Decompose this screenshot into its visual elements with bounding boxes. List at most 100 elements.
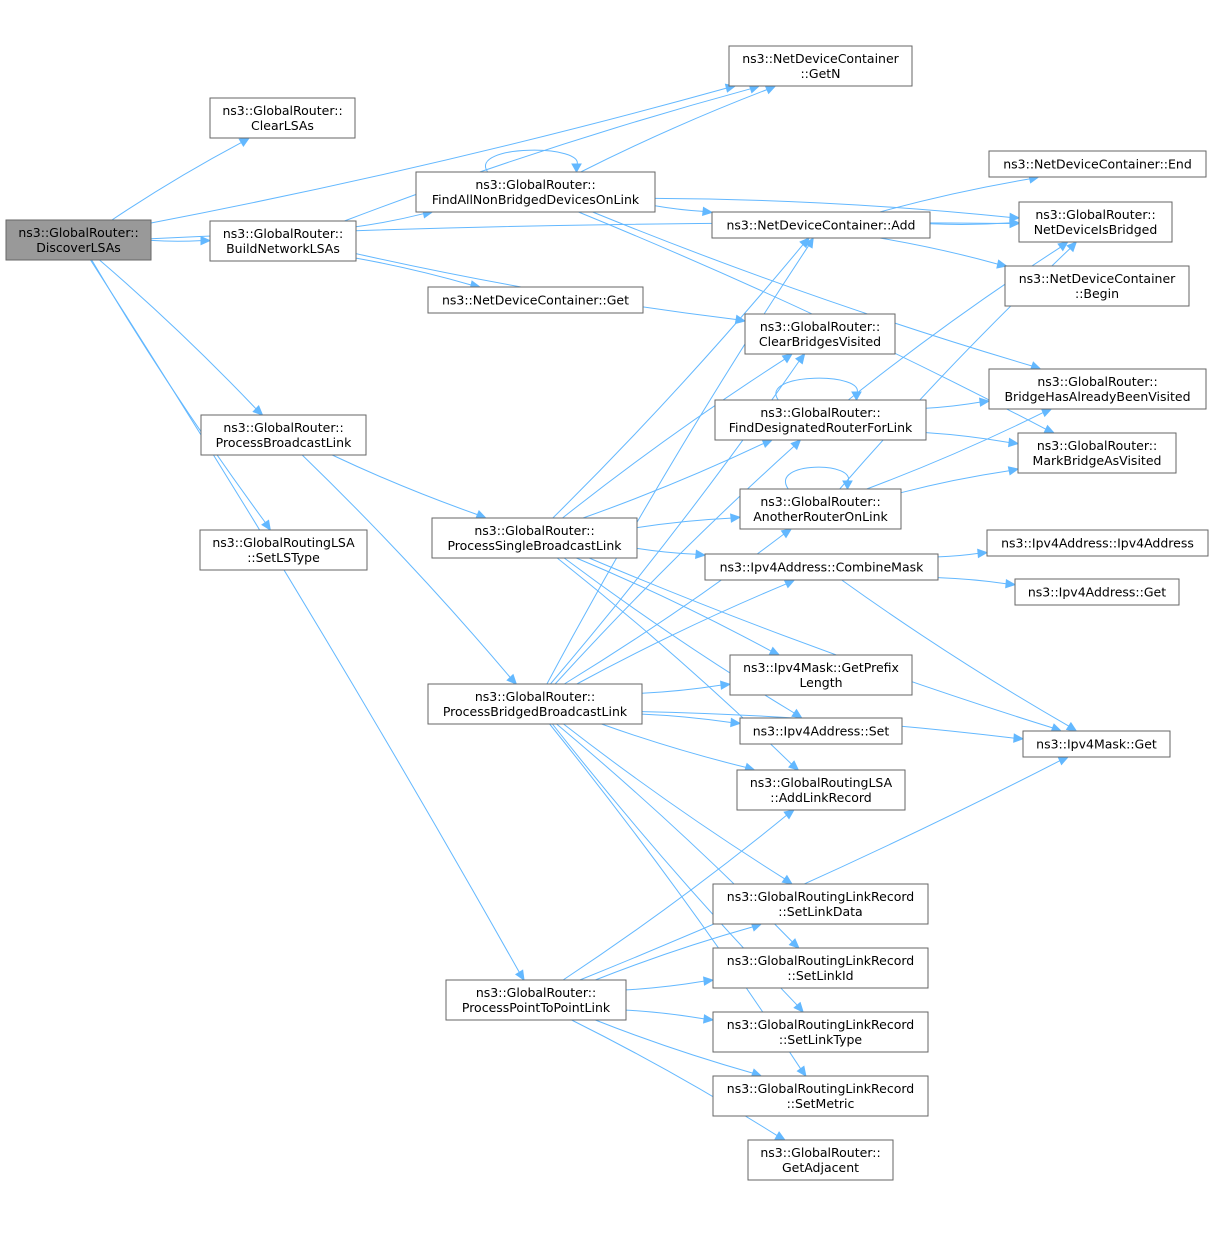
node-label: ns3::GlobalRoutingLinkRecord [727, 1017, 914, 1032]
node-label: ns3::Ipv4Address::Set [753, 724, 890, 739]
node-findAllNonBridged[interactable]: ns3::GlobalRouter::FindAllNonBridgedDevi… [415, 171, 656, 213]
edge-arrowhead [1013, 733, 1025, 743]
node-label: ns3::GlobalRouter:: [475, 177, 595, 192]
edge-arrowhead [1040, 408, 1053, 418]
edge-processSingle-to-ipv4MaskGet [588, 557, 1063, 733]
edge-processBridged-to-findDR [554, 439, 802, 685]
edge-line [571, 1019, 778, 1137]
edge-line [592, 211, 1033, 367]
edge-line [562, 358, 785, 519]
edge-arrowhead [514, 969, 525, 982]
node-clearLSAs[interactable]: ns3::GlobalRouter::ClearLSAs [209, 97, 356, 139]
node-buildNetwork[interactable]: ns3::GlobalRouter::BuildNetworkLSAs [209, 220, 357, 262]
node-box [415, 171, 656, 213]
node-setLinkId[interactable]: ns3::GlobalRoutingLinkRecord::SetLinkId [712, 947, 929, 989]
edge-line [775, 377, 858, 401]
node-ipv4AddrGet[interactable]: ns3::Ipv4Address::Get [1014, 578, 1180, 606]
node-ipv4MaskGet[interactable]: ns3::Ipv4Mask::Get [1022, 730, 1171, 758]
node-discover[interactable]: ns3::GlobalRouter::DiscoverLSAs [5, 219, 152, 261]
edge-arrowhead [783, 809, 795, 820]
edge-line [355, 213, 424, 228]
edge-ndcAdd-to-ndcEnd [879, 174, 1040, 213]
node-ndcAdd[interactable]: ns3::NetDeviceContainer::Add [711, 211, 931, 239]
edge-processBridged-to-ipv4Set [641, 713, 742, 728]
edge-arrowhead [768, 646, 781, 656]
edge-line [588, 557, 1053, 729]
node-label: ns3::Ipv4Address::Ipv4Address [1001, 536, 1194, 551]
edge-line [641, 713, 732, 723]
edge-arrowhead [730, 513, 742, 523]
node-box [712, 883, 929, 925]
node-processBroadcast[interactable]: ns3::GlobalRouter::ProcessBroadcastLink [200, 414, 367, 456]
node-setMetric[interactable]: ns3::GlobalRoutingLinkRecord::SetMetric [712, 1075, 929, 1117]
node-ipv4Set[interactable]: ns3::Ipv4Address::Set [739, 717, 903, 745]
node-addLinkRecord[interactable]: ns3::GlobalRoutingLSA::AddLinkRecord [736, 769, 906, 811]
edge-findDR-to-bridgeVisited [925, 397, 991, 409]
edge-processSingle-to-clearBridges [562, 353, 794, 519]
node-bridgeVisited[interactable]: ns3::GlobalRouter::BridgeHasAlreadyBeenV… [988, 368, 1207, 410]
edge-line [484, 149, 578, 173]
edge-line [150, 87, 727, 224]
node-label: ::SetLinkData [778, 904, 862, 919]
node-anotherRouter[interactable]: ns3::GlobalRouter::AnotherRouterOnLink [739, 488, 902, 530]
node-box [729, 654, 913, 696]
edge-line [929, 222, 1011, 225]
node-label: ns3::GlobalRouter:: [476, 985, 596, 1000]
edge-arrowhead [783, 579, 796, 589]
edge-line [554, 445, 795, 685]
node-setLinkData[interactable]: ns3::GlobalRoutingLinkRecord::SetLinkDat… [712, 883, 929, 925]
edge-arrowhead [977, 548, 989, 559]
node-box [711, 211, 931, 239]
node-combineMask[interactable]: ns3::Ipv4Address::CombineMask [704, 553, 939, 581]
node-processBridged[interactable]: ns3::GlobalRouter::ProcessBridgedBroadca… [427, 683, 643, 725]
node-processSingle[interactable]: ns3::GlobalRouter::ProcessSingleBroadcas… [431, 517, 638, 559]
edge-arrowhead [252, 404, 264, 416]
node-markBridge[interactable]: ns3::GlobalRouter::MarkBridgeAsVisited [1017, 432, 1177, 474]
node-box [427, 286, 644, 314]
node-label: ns3::Ipv4Address::CombineMask [720, 560, 925, 575]
node-box [209, 220, 357, 262]
node-label: ns3::GlobalRouter:: [223, 420, 343, 435]
edge-line [552, 244, 804, 519]
edge-arrowhead [979, 397, 991, 407]
edge-arrowhead [730, 717, 742, 728]
node-label: ns3::GlobalRouter:: [760, 494, 880, 509]
node-ndcGetN[interactable]: ns3::NetDeviceContainer::GetN [728, 45, 913, 87]
edge-arrowhead [793, 1001, 804, 1013]
node-box [445, 979, 627, 1021]
node-label: ns3::GlobalRoutingLinkRecord [727, 1081, 914, 1096]
node-box [712, 1011, 929, 1053]
node-ndcGet[interactable]: ns3::NetDeviceContainer::Get [427, 286, 644, 314]
edge-arrowhead [780, 528, 793, 539]
node-layer: ns3::GlobalRouter::DiscoverLSAsns3::Glob… [5, 45, 1209, 1181]
node-netDevBridged[interactable]: ns3::GlobalRouter::NetDeviceIsBridged [1018, 201, 1173, 243]
node-getAdjacent[interactable]: ns3::GlobalRouter::GetAdjacent [747, 1139, 894, 1181]
edge-line [925, 432, 1010, 443]
node-ndcEnd[interactable]: ns3::NetDeviceContainer::End [988, 150, 1207, 178]
edge-arrowhead [842, 480, 853, 491]
edge-line [879, 237, 998, 265]
edge-combineMask-to-ipv4MaskGet [841, 579, 1078, 732]
node-box [739, 717, 903, 745]
edge-line [785, 466, 850, 490]
node-ipv4AddrCtor[interactable]: ns3::Ipv4Address::Ipv4Address [986, 529, 1209, 557]
node-findDR[interactable]: ns3::GlobalRouter::FindDesignatedRouterF… [714, 399, 927, 441]
edge-line [355, 257, 472, 286]
edge-discover-to-setLSType [91, 259, 271, 532]
node-setLinkType[interactable]: ns3::GlobalRoutingLinkRecord::SetLinkTyp… [712, 1011, 929, 1053]
edge-line [625, 980, 705, 991]
edge-arrowhead [506, 673, 518, 685]
edge-discover-to-processP2P [90, 259, 525, 982]
edge-arrowhead [720, 680, 732, 690]
node-label: ::SetLinkType [779, 1032, 863, 1047]
node-processP2P[interactable]: ns3::GlobalRouter::ProcessPointToPointLi… [445, 979, 627, 1021]
node-setLSType[interactable]: ns3::GlobalRoutingLSA::SetLSType [199, 529, 368, 571]
node-ndcBegin[interactable]: ns3::NetDeviceContainer::Begin [1004, 265, 1190, 307]
node-clearBridges[interactable]: ns3::GlobalRouter::ClearBridgesVisited [744, 313, 896, 355]
edge-line [580, 89, 768, 173]
edge-processBridged-to-ndcAdd [546, 236, 814, 685]
edge-arrowhead [1009, 218, 1021, 228]
node-box [200, 414, 367, 456]
edge-findAllNonBridged-to-ndcAdd [654, 205, 714, 217]
